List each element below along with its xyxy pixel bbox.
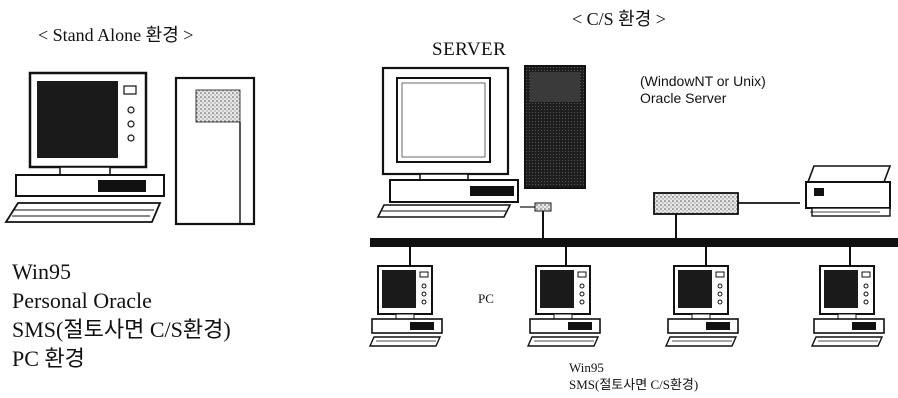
client-pc-icon [665,265,739,347]
printer-icon [805,165,892,217]
server-os-text: (WindowNT or Unix) [640,73,766,89]
client-pc-icon [811,265,885,347]
spec-env: PC 환경 [12,346,85,371]
pc-label: PC [478,291,494,306]
server-db-text: Oracle Server [640,90,727,106]
standalone-spec-list: Win95 Personal Oracle SMS(절토사면 C/S환경) PC… [12,257,231,373]
network-bus [370,211,898,266]
server-note: (WindowNT or Unix) Oracle Server [640,73,766,107]
spec-app: SMS(절토사면 C/S환경) [12,317,231,342]
client-pc-icon [527,265,601,347]
client-pc-icon [369,265,443,347]
cs-title: < C/S 환경 > [572,9,666,29]
client-app-text: SMS(절토사면 C/S환경) [569,377,699,392]
hub-icon [652,192,800,215]
standalone-title: < Stand Alone 환경 > [38,25,194,45]
server-label: SERVER [432,39,507,60]
client-note: Win95 SMS(절토사면 C/S환경) [569,359,698,393]
standalone-pc-icon [4,71,165,223]
standalone-tower-icon [174,76,256,226]
server-icon [376,65,586,218]
spec-os: Win95 [12,259,71,284]
spec-db: Personal Oracle [12,288,152,313]
client-os-text: Win95 [569,360,604,375]
